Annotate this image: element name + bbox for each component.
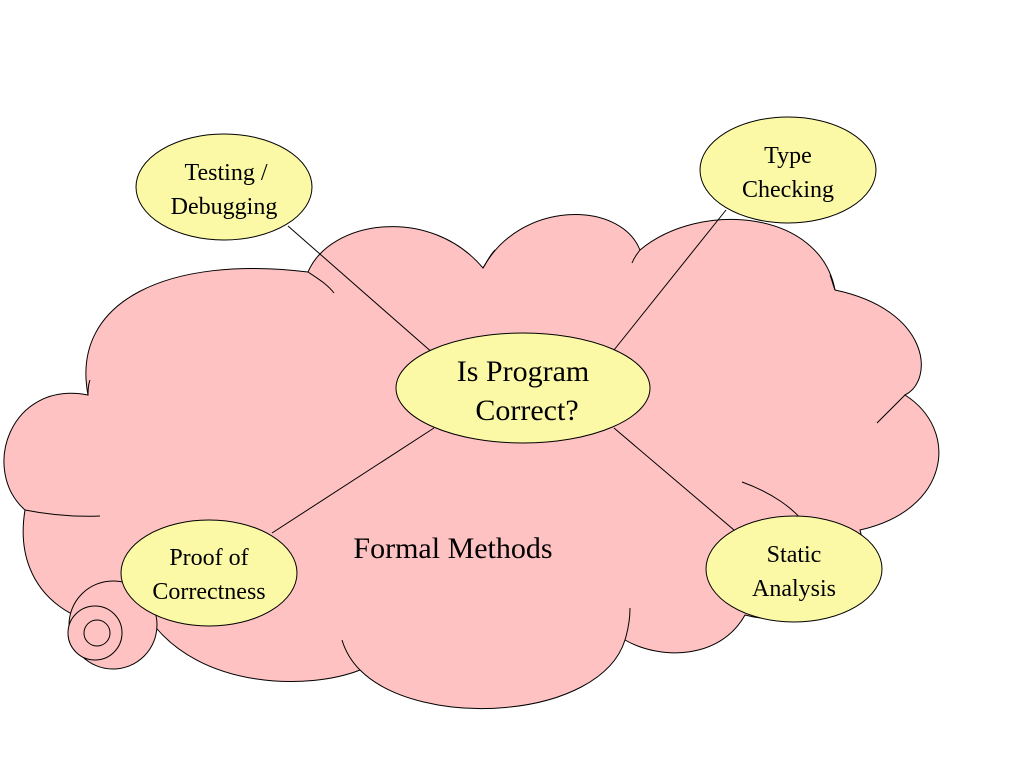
cloud-arc (24, 509, 101, 517)
cloud-arc (87, 379, 91, 396)
cloud-arc (624, 607, 631, 641)
type-checking-ellipse (699, 116, 877, 224)
testing-ellipse (135, 133, 313, 241)
connectors (271, 209, 735, 534)
node-testing-debugging: Testing / Debugging (135, 133, 313, 241)
connector-type-checking (613, 209, 727, 351)
node-type-checking: Type Checking (699, 116, 877, 224)
connector-proof (271, 427, 435, 534)
static-analysis-ellipse (705, 515, 883, 623)
cloud-arc (307, 271, 335, 294)
thought-bubbles (67, 580, 158, 670)
cloud-arc (876, 394, 906, 424)
cloud-arc (341, 639, 361, 671)
connector-static-analysis (613, 427, 735, 531)
proof-label-line2: Correctness (152, 579, 265, 605)
node-static-analysis: Static Analysis (705, 515, 883, 623)
type-checking-label-line1: Type (764, 143, 812, 169)
static-analysis-label-line2: Analysis (752, 576, 836, 602)
node-proof-of-correctness: Proof of Correctness (120, 519, 298, 627)
testing-label-line1: Testing / (185, 160, 268, 186)
cloud-arc (631, 249, 641, 264)
proof-label-line1: Proof of (169, 545, 248, 571)
formal-methods-label: Formal Methods (353, 532, 552, 565)
center-label-line2: Correct? (475, 394, 578, 427)
center-label-line1: Is Program (457, 355, 589, 388)
static-analysis-label-line1: Static (767, 542, 822, 568)
proof-ellipse (120, 519, 298, 627)
cloud-arc (482, 249, 496, 269)
connector-testing (287, 225, 435, 355)
center-ellipse (395, 332, 651, 444)
testing-label-line2: Debugging (171, 194, 278, 220)
type-checking-label-line2: Checking (742, 177, 834, 203)
center-node: Is Program Correct? (395, 332, 651, 444)
thought-bubble-small (83, 619, 111, 647)
cloud-arc (829, 274, 836, 291)
